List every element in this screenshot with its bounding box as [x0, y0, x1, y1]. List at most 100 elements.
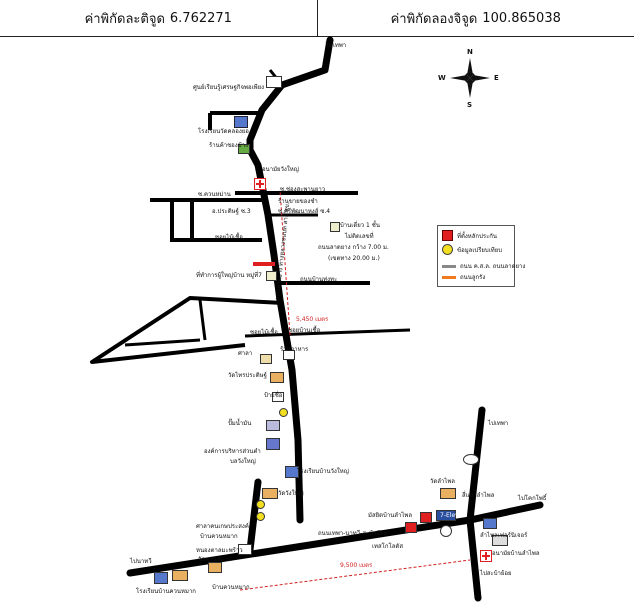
school-icon	[234, 116, 248, 128]
label-school-khuan: โรงเรียนบ้านควนหมาก	[136, 588, 196, 595]
road-soi-maichue	[244, 328, 411, 338]
label-tambon-2: บลวังใหญ่	[230, 458, 256, 465]
compass-icon	[450, 58, 490, 98]
label-soi-paichue: ซอยไม้เชื้อ	[215, 234, 243, 241]
label-wat-lamphai: วัดลำไพล	[430, 478, 455, 485]
label-wat-khuan: วัดควนหมาก	[198, 556, 232, 563]
label-shop: ร้านค้าชองช้าง	[209, 142, 249, 149]
label-to-city: ไปเทพา	[326, 42, 347, 49]
legend-item-paved: ถนน ค.ส.ล. ถนนลาดยาง	[442, 261, 525, 271]
latitude-cell: ค่าพิกัดละติจูด 6.762271	[0, 0, 317, 36]
longitude-value: 100.865038	[482, 10, 561, 26]
gray-line-icon	[442, 264, 456, 268]
distance-line-1	[279, 189, 291, 336]
seven-eleven-icon	[420, 512, 432, 523]
legend-label: ข้อมูลเปรียบเทียบ	[457, 246, 503, 254]
house-icon	[238, 544, 252, 555]
road-west-loop-2	[198, 299, 207, 341]
compass-s: S	[467, 101, 473, 109]
legend-item-laterite: ถนนลูกรัง	[442, 272, 485, 282]
distance-line-2	[239, 559, 471, 591]
label-school-wat: โรงเรียนวัดคลองยอ	[198, 128, 249, 135]
temple-icon	[172, 570, 188, 581]
road-saba	[466, 406, 486, 602]
road-west-loop-3	[124, 338, 201, 347]
label-house: บ้านเดี่ยว 1 ชั้น	[340, 222, 380, 229]
label-sala: ศาลา	[238, 350, 253, 357]
road-west-grid-2	[170, 200, 262, 242]
label-distance-1: 5,450 เมตร	[296, 316, 329, 323]
label-town-junction: สี่แยกลำไพล	[462, 492, 495, 499]
coordinate-header: ค่าพิกัดละติจูด 6.762271 ค่าพิกัดลองจิจู…	[0, 0, 634, 37]
legend-item-compare: ข้อมูลเปรียบเทียบ	[442, 244, 502, 255]
map-legend: ที่ตั้งหลักประกัน ข้อมูลเปรียบเทียบ ถนน …	[437, 225, 525, 287]
label-road-bankuk: ถนนบ้านทุ่งทะ	[300, 276, 338, 283]
label-tesco: เทสโกโลตัส	[372, 543, 403, 550]
collateral-marker	[253, 262, 275, 266]
house-icon	[330, 222, 340, 232]
compare-point-icon	[256, 512, 265, 521]
compass-rose: N S E W	[438, 48, 499, 109]
legend-item-collateral: ที่ตั้งหลักประกัน	[442, 230, 497, 241]
gas-station-icon	[266, 420, 280, 431]
road-west-loop	[90, 296, 284, 364]
label-ban-khuan: บ้านควนหมาก	[212, 584, 250, 591]
compass-w: W	[438, 74, 446, 82]
label-soi-khuan: ซ.ควนหม่าน	[198, 191, 231, 198]
latitude-label: ค่าพิกัดละติจูด	[84, 11, 165, 27]
label-hospital: อนามัยบ้านลำไพล	[492, 550, 540, 557]
compare-point-icon	[256, 500, 265, 509]
shop-icon	[208, 562, 222, 573]
label-health-center: อนามัยวังใหญ่	[262, 166, 299, 173]
label-restaurant: ร้านอาหาร	[280, 346, 309, 353]
temple-icon	[262, 488, 278, 499]
tesco-icon	[436, 510, 456, 521]
market-icon	[483, 518, 497, 529]
school-icon	[285, 466, 299, 478]
label-wat-big: วัดวังใหญ่	[278, 490, 304, 497]
label-to-natawee: ไปนาทวี	[130, 558, 152, 565]
label-house-no: ไม่ติดเลขที่	[345, 233, 374, 240]
longitude-label: ค่าพิกัดลองจิจูด	[390, 11, 478, 27]
label-soi-ban: ซอยบ้านเชื้อ	[288, 327, 321, 334]
label-soi-chong: ซ.ช่องสะพานยาว	[280, 186, 326, 193]
tambon-office-icon	[266, 438, 280, 450]
longitude-cell: ค่าพิกัดลองจิจูด 100.865038	[316, 0, 634, 36]
school-icon	[154, 572, 168, 584]
village-office-icon	[266, 271, 277, 281]
label-sign: ป้ายชื่อ	[264, 392, 283, 399]
label-mosque: มัสยิดบ้านลำไพล	[368, 512, 413, 519]
label-to-thepha: ไปเทพา	[488, 420, 509, 427]
label-village-head: ที่ทำการผู้ใหญ่บ้าน หมู่ที่7	[196, 272, 262, 279]
hospital-cross-icon	[480, 550, 492, 562]
latitude-value: 6.762271	[169, 10, 232, 26]
compass-n: N	[467, 48, 473, 56]
shop-icon	[238, 144, 250, 154]
label-soi-prachan: อ.ประดิษฐ์ ซ.3	[212, 208, 251, 215]
compare-point-icon	[279, 408, 288, 417]
orange-line-icon	[442, 275, 456, 279]
label-lake-center: ศูนย์เรียนรู้เศรษฐกิจพอเพียง	[193, 84, 265, 91]
label-road-width: ถนนลาดยาง กว้าง 7.00 ม.	[318, 244, 389, 251]
label-gas-station: ปั๊มน้ำมัน	[228, 420, 252, 427]
restaurant-icon	[283, 350, 295, 360]
yellow-circle-icon	[442, 244, 453, 255]
temple-icon	[270, 372, 284, 383]
label-frontage: (เขตทาง 20.00 ม.)	[328, 255, 380, 262]
label-sala-2b: บ้านควนหมาก	[200, 533, 238, 540]
legend-label: ที่ตั้งหลักประกัน	[457, 232, 498, 240]
road-main-highway	[126, 501, 544, 577]
sign-icon	[272, 392, 284, 402]
label-sala-2: ศาลาคนเกษประสงค์	[196, 523, 249, 530]
road-south-branch	[246, 478, 262, 554]
label-soi-sri: ซ.ศรีพัฒนาหงส์ ซ.4	[278, 208, 331, 215]
legend-label: ถนนลูกรัง	[460, 274, 486, 281]
bank-icon	[440, 525, 452, 537]
label-wat-pra: วัดไทรประดิษฐ์	[228, 372, 267, 379]
compass-e: E	[494, 74, 499, 82]
label-tambon: องค์การบริหารส่วนตำ	[204, 448, 261, 455]
label-tesco-sign: 7-Eleven	[440, 512, 467, 519]
legend-label: ถนน ค.ส.ล. ถนนลาดยาง	[460, 263, 526, 270]
temple-icon	[440, 488, 456, 499]
